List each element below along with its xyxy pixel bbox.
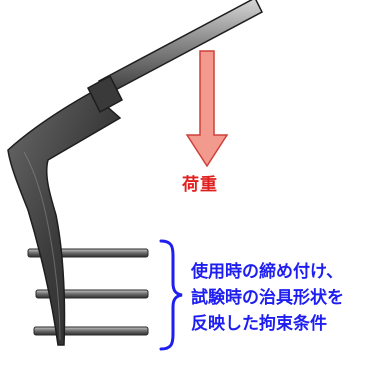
frame-body [7,91,122,346]
load-label: 荷重 [182,175,218,195]
frame-highlight [23,151,61,341]
shaft-tube [98,0,263,97]
constraint-brace [159,239,183,351]
constraint-note: 使用時の締め付け、 試験時の治具形状を 反映した拘束条件 [191,259,391,337]
constraint-note-line-1: 使用時の締め付け、 [191,262,344,282]
constraint-note-line-2: 試験時の治具形状を [191,288,344,308]
constraint-bar-bottom [33,326,149,336]
shaft-collar [87,74,123,114]
constraint-note-line-3: 反映した拘束条件 [191,314,327,334]
load-arrow [185,50,229,168]
frame-shaft [87,0,263,114]
